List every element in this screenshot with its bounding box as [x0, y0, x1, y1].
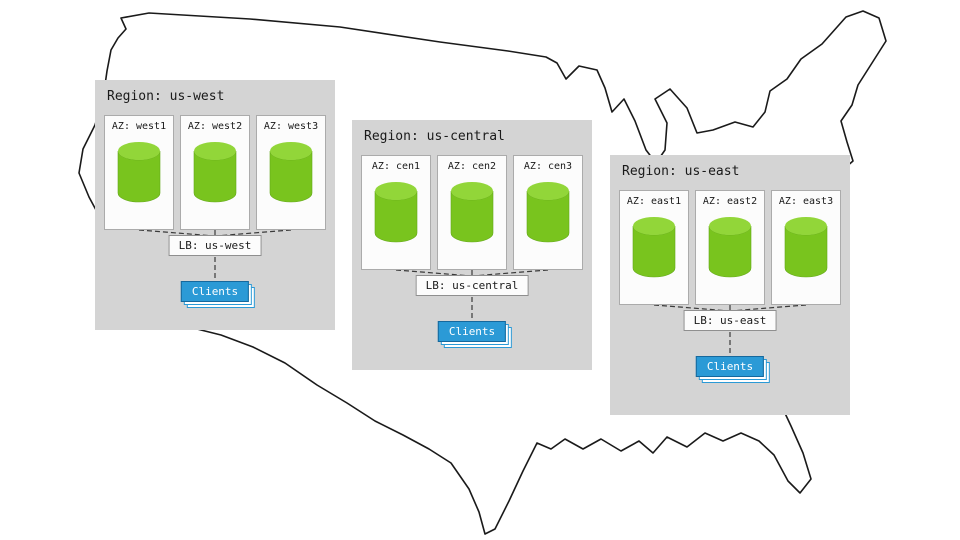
database-icon [268, 141, 314, 205]
database-icon [783, 216, 829, 280]
az-label: AZ: west2 [187, 121, 243, 132]
az-box: AZ: cen2 [437, 155, 507, 270]
az-label: AZ: east3 [778, 196, 834, 207]
region-us-east: Region: us-east AZ: east1 AZ: east2 AZ: [610, 155, 850, 415]
database-icon [116, 141, 162, 205]
az-box: AZ: east1 [619, 190, 689, 305]
load-balancer-box: LB: us-east [683, 310, 777, 331]
database-icon [707, 216, 753, 280]
az-label: AZ: cen3 [523, 161, 573, 172]
az-box: AZ: west2 [180, 115, 250, 230]
az-row: AZ: west1 AZ: west2 AZ: west3 [104, 115, 326, 230]
az-box: AZ: west3 [256, 115, 326, 230]
load-balancer-box: LB: us-west [168, 235, 262, 256]
region-title: Region: us-central [364, 129, 505, 144]
az-box: AZ: cen3 [513, 155, 583, 270]
database-icon [192, 141, 238, 205]
az-label: AZ: east2 [702, 196, 758, 207]
az-box: AZ: east3 [771, 190, 841, 305]
database-icon [449, 181, 495, 245]
az-label: AZ: west3 [263, 121, 319, 132]
az-row: AZ: cen1 AZ: cen2 AZ: cen3 [361, 155, 583, 270]
az-label: AZ: west1 [111, 121, 167, 132]
database-icon [525, 181, 571, 245]
region-us-central: Region: us-central AZ: cen1 AZ: cen2 AZ: [352, 120, 592, 370]
az-label: AZ: east1 [626, 196, 682, 207]
clients-box: Clients [437, 321, 507, 342]
database-icon [631, 216, 677, 280]
az-label: AZ: cen2 [447, 161, 497, 172]
az-label: AZ: cen1 [371, 161, 421, 172]
az-box: AZ: cen1 [361, 155, 431, 270]
region-us-west: Region: us-west AZ: west1 AZ: west2 AZ: [95, 80, 335, 330]
database-icon [373, 181, 419, 245]
az-box: AZ: east2 [695, 190, 765, 305]
az-box: AZ: west1 [104, 115, 174, 230]
region-title: Region: us-east [622, 164, 740, 179]
clients-box: Clients [695, 356, 765, 377]
region-title: Region: us-west [107, 89, 225, 104]
clients-box: Clients [180, 281, 250, 302]
az-row: AZ: east1 AZ: east2 AZ: east3 [619, 190, 841, 305]
load-balancer-box: LB: us-central [415, 275, 529, 296]
